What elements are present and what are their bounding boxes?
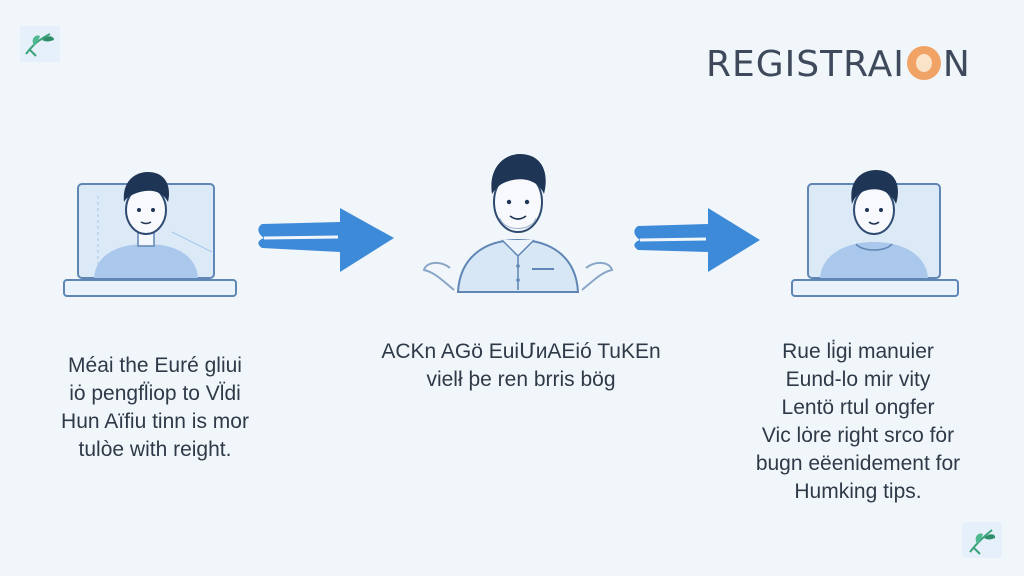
caption-line: Rue li̇gi manuier xyxy=(782,340,934,363)
step-3-caption: Rue li̇gi manuier Eund-lo mir vity Lentö… xyxy=(730,338,986,506)
caption-line: tulòe with reight. xyxy=(78,438,232,461)
caption-line: Eund-lo mir vity xyxy=(785,368,931,391)
caption-line: Humking tips. xyxy=(794,480,922,503)
step-3-laptop-person xyxy=(790,146,962,307)
caption-line: Vic lȯre right srco fȯr xyxy=(761,424,955,447)
caption-line: Hun Aïfiu tinn is mor xyxy=(61,410,249,433)
arrow-right-icon xyxy=(632,204,764,281)
caption-line: bugn eëenidement for xyxy=(755,452,961,475)
step-2-person xyxy=(420,140,616,301)
step-2-caption: ACKn AGö EuiՄᴎAEió TuKEn vielł þe ren br… xyxy=(366,338,676,394)
caption-line: vielł þe ren brris bög xyxy=(426,368,616,391)
sprout-icon xyxy=(962,522,1002,558)
step-1-laptop-person xyxy=(62,146,238,307)
caption-line: ACKn AGö EuiՄᴎAEió TuKEn xyxy=(381,340,661,363)
caption-line: Lentö rtul ongfer xyxy=(781,396,935,419)
sprout-icon xyxy=(20,26,60,62)
sun-icon xyxy=(906,46,941,80)
caption-line: iȯ pengfl̈iop to Vl̈di xyxy=(69,382,241,405)
caption-line: Méai the Euré gliui xyxy=(68,354,242,377)
step-1-caption: Méai the Euré gliui iȯ pengfl̈iop to Vl̈… xyxy=(30,352,280,464)
arrow-right-icon xyxy=(256,204,398,281)
